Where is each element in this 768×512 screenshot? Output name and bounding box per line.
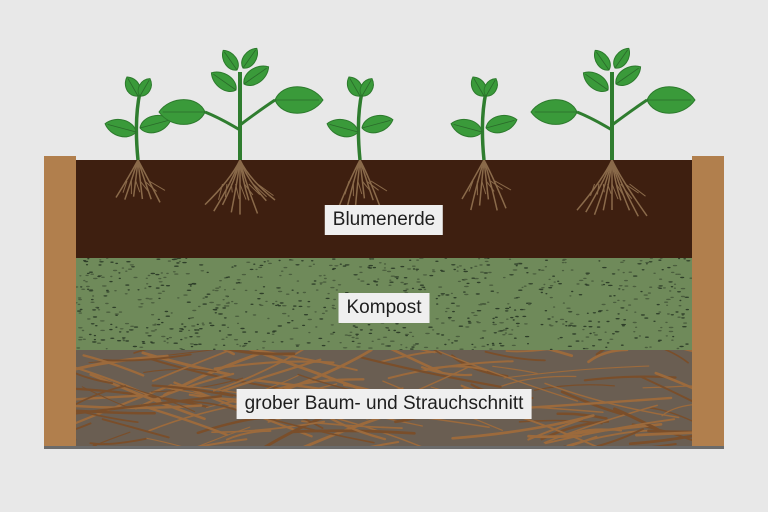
seedling-icon: [450, 76, 518, 211]
ground-line: [44, 446, 724, 449]
seedling-icon: [326, 76, 394, 213]
plants: [104, 47, 696, 217]
layer-label-kompost: Kompost: [338, 293, 430, 323]
frame-post-left: [44, 156, 76, 448]
large-plant-icon: [530, 47, 696, 217]
large-plant-icon: [158, 47, 324, 215]
seedling-icon: [104, 76, 172, 203]
layer-label-baum-und-strauchschnitt: grober Baum- und Strauchschnitt: [236, 389, 532, 419]
layer-label-blumenerde: Blumenerde: [324, 205, 444, 235]
frame-post-right: [692, 156, 724, 448]
